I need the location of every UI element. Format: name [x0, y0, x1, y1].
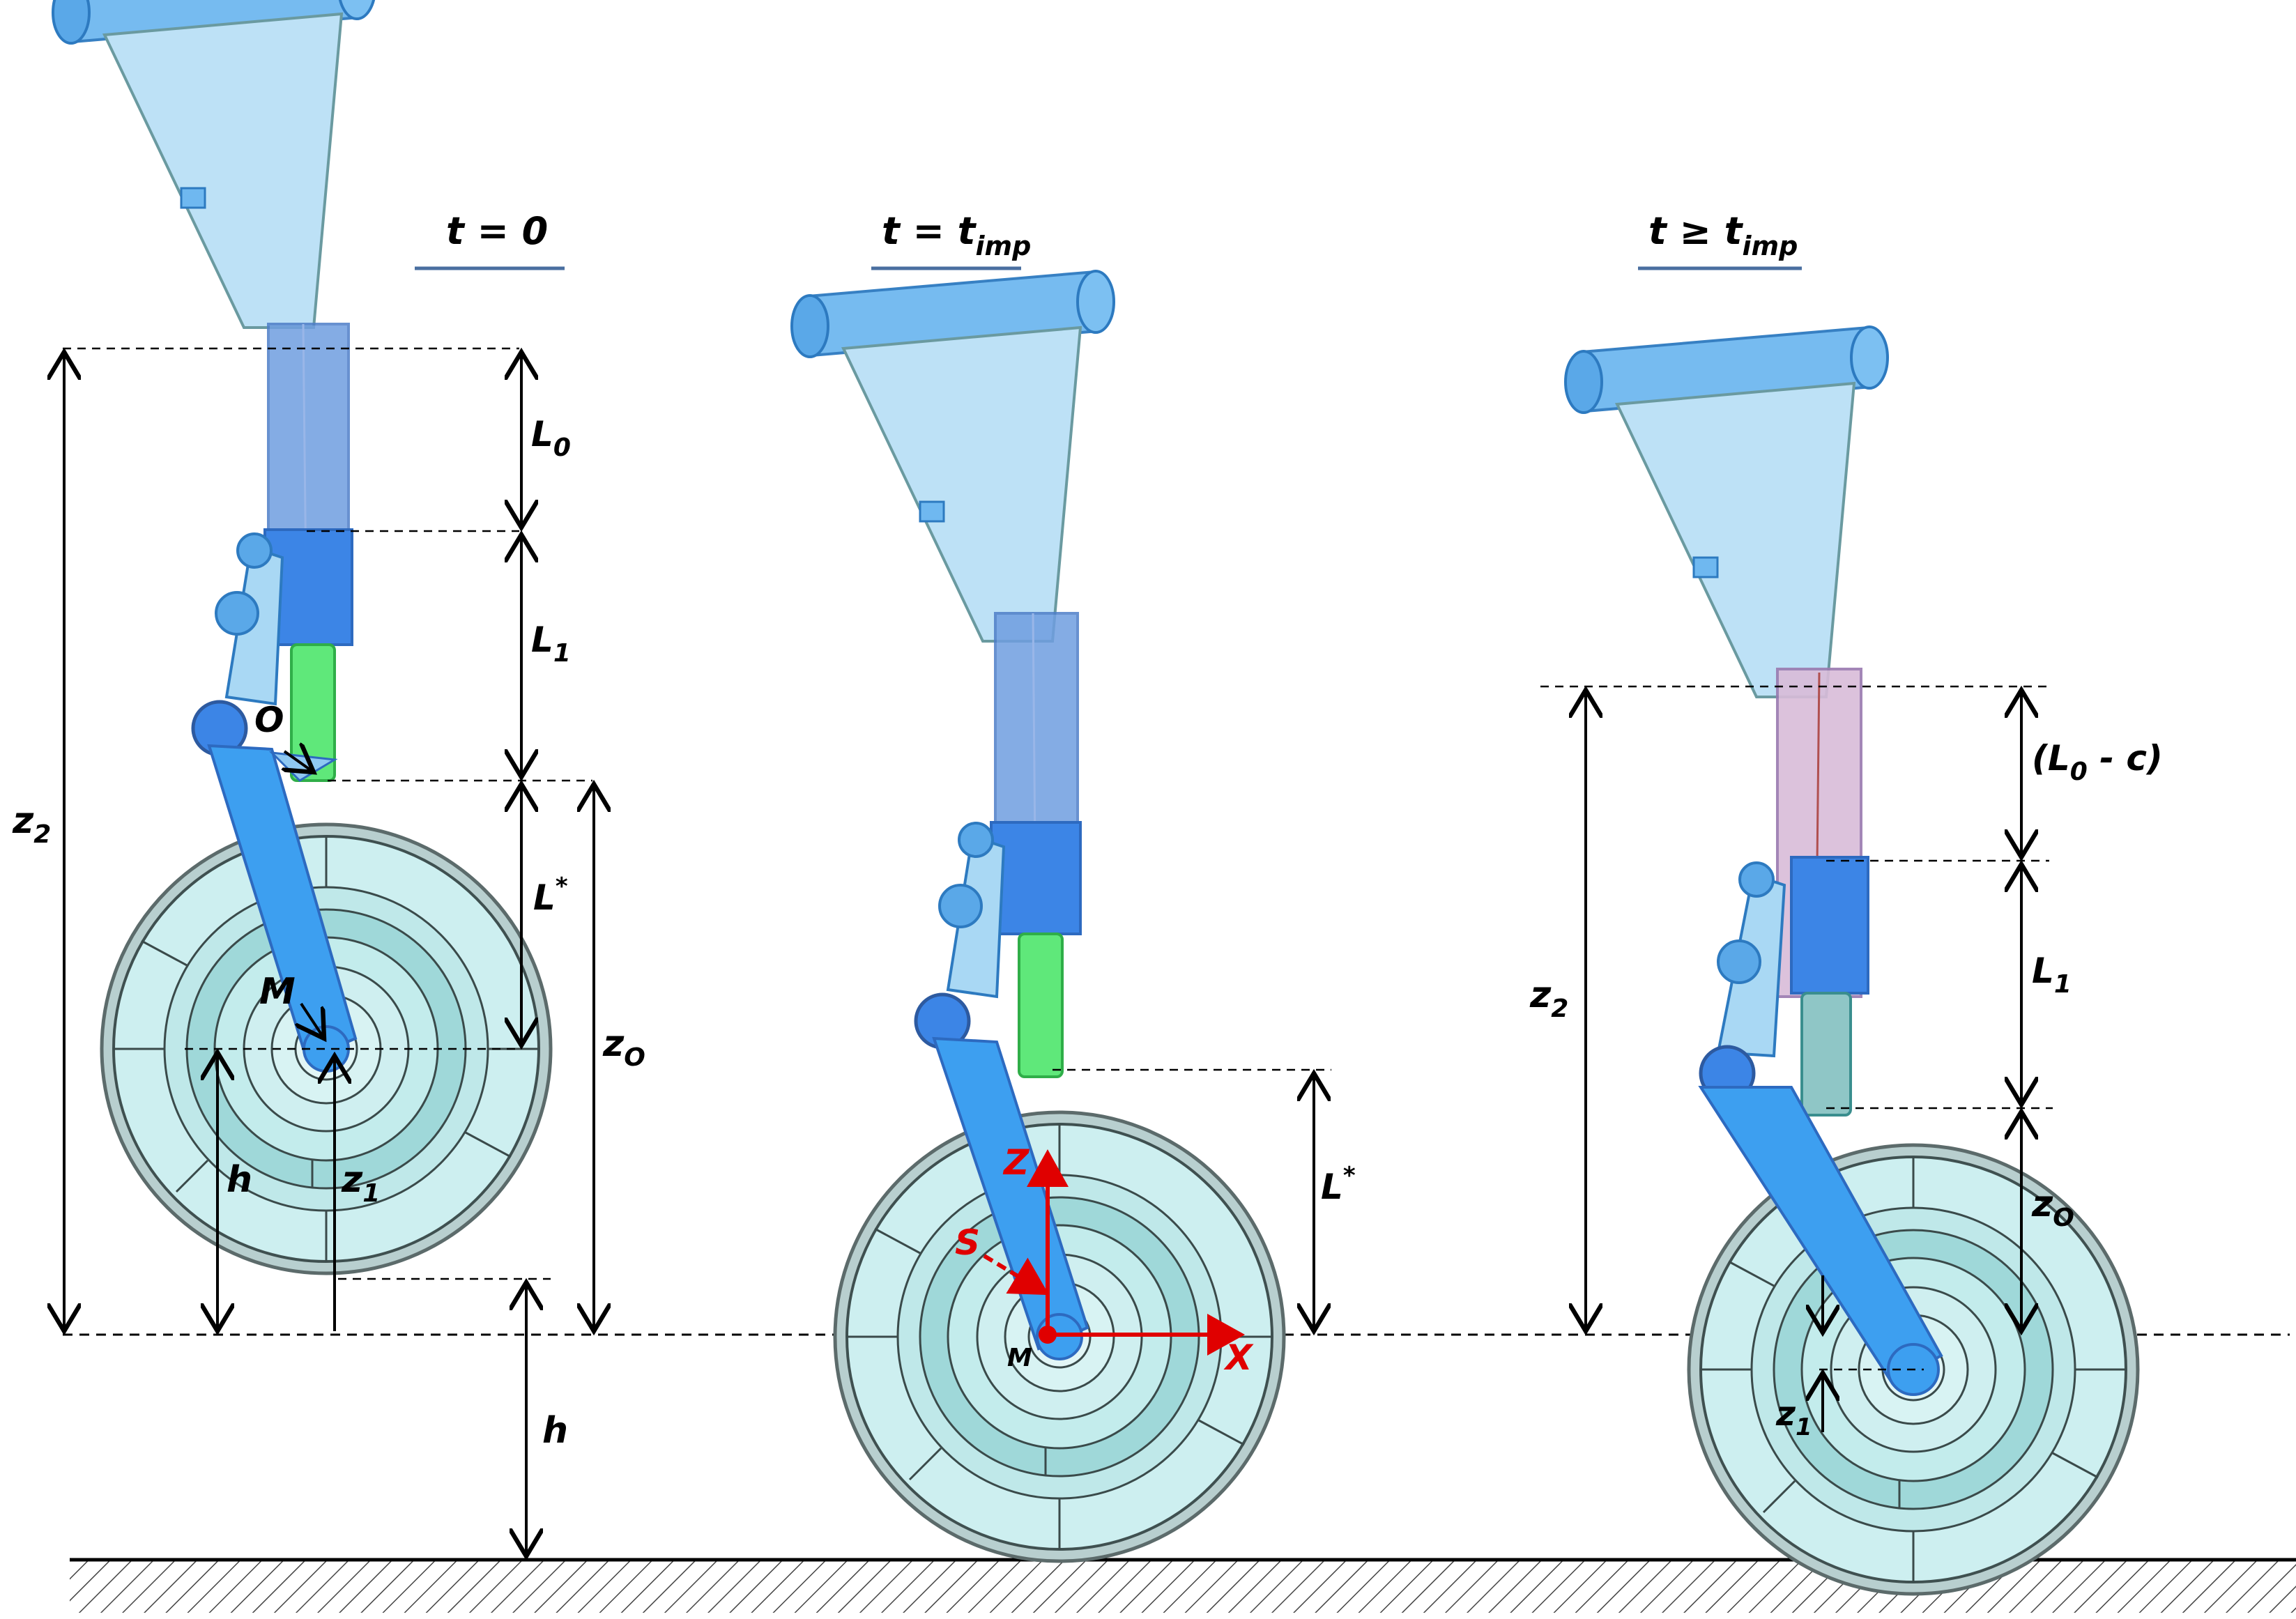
gear-state-t-after-imp: [1564, 325, 2138, 1594]
label-z1-t-after: z1: [1775, 1395, 1812, 1441]
label-h-wheel: h: [227, 1159, 252, 1201]
label-S: S: [955, 1222, 980, 1263]
label-L0-minus-c: (L0 - c): [2032, 738, 2163, 786]
label-Lstar-t-imp: L*: [1321, 1162, 1356, 1207]
label-Lstar: L*: [533, 873, 568, 918]
label-L0: L0: [531, 414, 571, 462]
label-zO-t-after: zO: [2031, 1183, 2074, 1232]
label-z2-t-after: z2: [1529, 974, 1568, 1023]
label-z2: z2: [12, 800, 51, 849]
title-t0: t = 0: [446, 209, 548, 253]
label-X-axis: X: [1223, 1337, 1254, 1378]
label-L1-t-after: L1: [2032, 951, 2072, 999]
origin-point: [1039, 1326, 1057, 1344]
label-M-t-imp: M: [1007, 1344, 1032, 1372]
gear-state-t-imp: [790, 270, 1284, 1561]
coordinate-frame: [983, 1149, 1245, 1356]
label-z1: z1: [341, 1159, 380, 1208]
label-Z-axis: Z: [1002, 1142, 1030, 1183]
title-t-imp: t = timp: [882, 209, 1031, 261]
gear-state-t0: [52, 0, 551, 1273]
label-M-t0: M: [259, 971, 296, 1013]
label-O: O: [254, 700, 284, 740]
dimensions: [63, 347, 2053, 1556]
title-t-ge-imp: t ≥ timp: [1648, 209, 1798, 261]
label-zO: zO: [602, 1023, 645, 1072]
label-h-drop: h: [542, 1410, 568, 1452]
label-L1: L1: [531, 620, 571, 668]
